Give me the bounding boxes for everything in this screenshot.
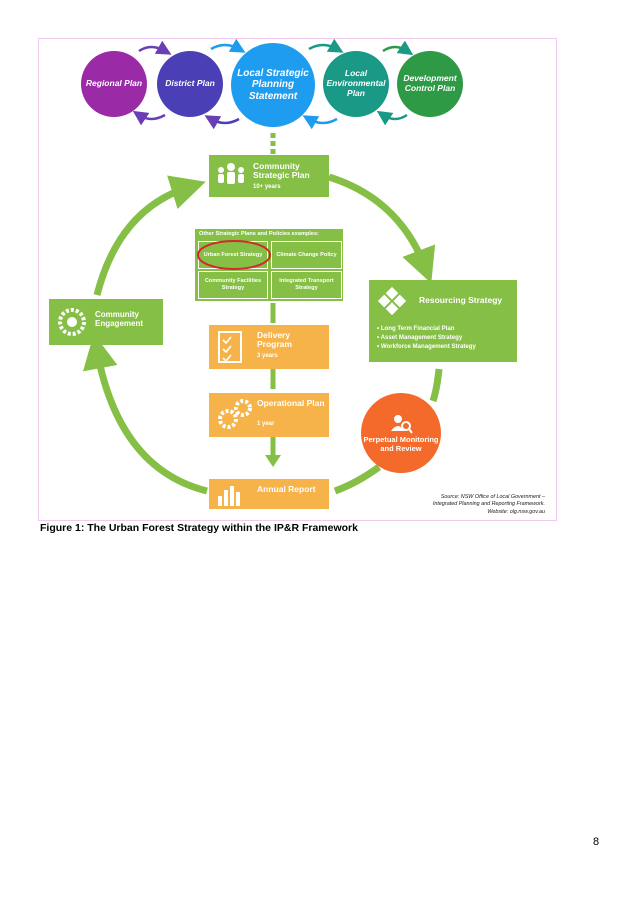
checklist-icon	[218, 331, 242, 363]
dcp-label: Development Control Plan	[403, 73, 457, 93]
monitoring-title: Perpetual Monitoring and Review	[363, 434, 439, 453]
operational-box: Operational Plan 1 year	[209, 393, 329, 437]
framework-arrows	[83, 39, 443, 495]
figure-caption: Figure 1: The Urban Forest Strategy with…	[40, 522, 358, 534]
csp-subtitle: 10+ years	[253, 184, 281, 190]
district-plan-label: District Plan	[165, 78, 215, 89]
page-number: 8	[593, 836, 600, 848]
annual-title: Annual Report	[257, 484, 316, 494]
integrated-transport-label: Integrated Transport Strategy	[279, 278, 334, 291]
lep-circle: Local Environmental Plan	[323, 51, 389, 117]
district-plan-circle: District Plan	[157, 51, 223, 117]
puzzle-icon	[377, 286, 407, 316]
urban-forest-label: Urban Forest Strategy	[203, 251, 263, 258]
lep-label: Local Environmental Plan	[326, 68, 386, 98]
source-line-3: Website: olg.nsw.gov.au	[487, 508, 545, 515]
engagement-title: Community Engagement	[95, 310, 144, 328]
annual-box: Annual Report	[209, 479, 329, 509]
integrated-transport-cell: Integrated Transport Strategy	[271, 271, 342, 299]
source-line-1: Source: NSW Office of Local Government –	[440, 494, 545, 501]
magnifier-person-icon	[391, 414, 413, 434]
operational-subtitle: 1 year	[257, 421, 275, 427]
people-icon	[218, 163, 244, 184]
other-plans-box: Other Strategic Plans and Policies examp…	[195, 229, 343, 301]
lsps-label: Local Strategic Planning Statement	[237, 67, 309, 102]
gears-icon	[218, 399, 252, 429]
lsps-circle: Local Strategic Planning Statement	[231, 43, 315, 127]
delivery-title: Delivery Program	[257, 330, 292, 349]
csp-title: Community Strategic Plan	[253, 161, 310, 180]
regional-plan-label: Regional Plan	[85, 78, 143, 89]
other-plans-heading: Other Strategic Plans and Policies examp…	[199, 231, 320, 237]
community-facilities-cell: Community Facilities Strategy	[198, 271, 268, 299]
bar-chart-icon	[218, 486, 240, 506]
resourcing-title: Resourcing Strategy	[419, 295, 503, 305]
climate-change-label: Climate Change Policy	[276, 251, 337, 258]
ipr-framework-figure: Regional Plan District Plan Local Strate…	[38, 38, 557, 521]
csp-box: Community Strategic Plan 10+ years	[209, 155, 329, 197]
operational-title: Operational Plan	[257, 398, 325, 408]
engagement-box: Community Engagement	[49, 299, 163, 345]
dcp-circle: Development Control Plan	[397, 51, 463, 117]
resourcing-item: • Asset Management Strategy	[377, 333, 463, 341]
source-line-2: Integrated Planning and Reporting Framew…	[432, 501, 545, 508]
resourcing-box: Resourcing Strategy • Long Term Financia…	[369, 280, 517, 362]
resourcing-item: • Long Term Financial Plan	[377, 325, 455, 332]
community-facilities-label: Community Facilities Strategy	[204, 278, 262, 291]
delivery-box: Delivery Program 3 years	[209, 325, 329, 369]
climate-change-cell: Climate Change Policy	[271, 241, 342, 269]
monitoring-circle: Perpetual Monitoring and Review	[361, 393, 441, 473]
resourcing-item: • Workforce Management Strategy	[377, 342, 476, 350]
delivery-subtitle: 3 years	[257, 353, 278, 359]
community-ring-icon	[58, 308, 86, 336]
regional-plan-circle: Regional Plan	[81, 51, 147, 117]
resourcing-list: • Long Term Financial Plan • Asset Manag…	[377, 325, 476, 351]
highlight-ellipse	[197, 240, 271, 270]
source-note: Source: NSW Office of Local Government –…	[433, 494, 545, 516]
